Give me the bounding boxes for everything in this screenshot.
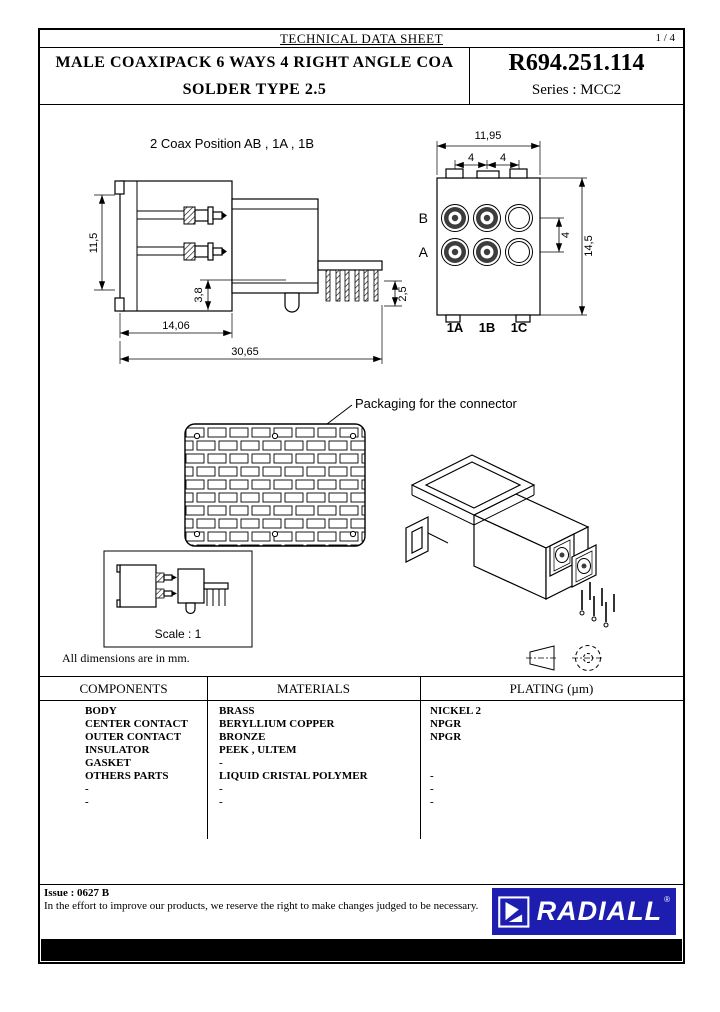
technical-drawing: 2 Coax Position AB , 1A , 1B [62, 130, 615, 671]
issue-label: Issue : 0627 B [44, 887, 110, 899]
material-cell: LIQUID CRISTAL POLYMER [219, 770, 368, 782]
dim-front-height: 14,5 [583, 235, 595, 256]
dim-pitch-right: 4 [500, 152, 506, 164]
component-cell: CENTER CONTACT [85, 718, 188, 730]
bottom-black-bar [41, 939, 682, 961]
product-title-line1: MALE COAXIPACK 6 WAYS 4 RIGHT ANGLE COA [55, 54, 454, 71]
header-components: COMPONENTS [79, 680, 168, 696]
scale-note: Scale : 1 [155, 627, 202, 641]
material-cell: BRASS [219, 705, 255, 717]
component-cell: - [85, 796, 89, 808]
page-number: 1 / 4 [655, 32, 675, 44]
col-label-1b: 1B [479, 320, 496, 335]
coax-position-note: 2 Coax Position AB , 1A , 1B [150, 136, 314, 151]
materials-table: COMPONENTS MATERIALS PLATING (µm) BODY B… [40, 676, 683, 884]
packaging-drawing: Packaging for the connector [184, 396, 518, 547]
header-plating: PLATING (µm) [509, 680, 594, 696]
empty-cavity-1C-A [505, 238, 533, 266]
row-label-b: B [419, 210, 428, 226]
row-label-a: A [419, 244, 429, 260]
radiall-logo: RADIALL ® [492, 888, 676, 935]
dim-total-depth: 30,65 [231, 346, 259, 358]
plating-cell: NPGR [430, 718, 462, 730]
material-cell: - [219, 796, 223, 808]
col-label-1a: 1A [447, 320, 464, 335]
plating-cell: - [430, 783, 434, 795]
component-cell: INSULATOR [85, 744, 150, 756]
component-cell: GASKET [85, 757, 131, 769]
material-cell: - [219, 757, 223, 769]
header-materials: MATERIALS [277, 680, 350, 696]
coax-contact-1B-B [473, 204, 501, 232]
material-cell: PEEK , ULTEM [219, 744, 297, 756]
col-label-1c: 1C [511, 320, 528, 335]
coax-contact-1B-A [473, 238, 501, 266]
coax-contact-1A-A [441, 238, 469, 266]
isometric-drawing [405, 454, 615, 628]
plating-cell: - [430, 770, 434, 782]
disclaimer-text: In the effort to improve our products, w… [44, 900, 479, 912]
dim-row-gap: 4 [560, 232, 572, 238]
registered-mark: ® [664, 895, 670, 904]
table-row: - - - [40, 796, 683, 809]
component-cell: BODY [85, 705, 117, 717]
table-header-row: COMPONENTS MATERIALS PLATING (µm) [40, 677, 683, 700]
table-row: BODY BRASS NICKEL 2 [40, 705, 683, 718]
dim-side-height: 11,5 [88, 233, 100, 254]
title-block: MALE COAXIPACK 6 WAYS 4 RIGHT ANGLE COA … [40, 48, 683, 105]
footer: Issue : 0627 B In the effort to improve … [40, 884, 683, 939]
table-row: OTHERS PARTS LIQUID CRISTAL POLYMER - [40, 770, 683, 783]
document-title: TECHNICAL DATA SHEET [279, 31, 444, 46]
table-divider-2 [420, 677, 421, 839]
radiall-logo-mark [498, 895, 530, 928]
scale-drawing: Scale : 1 [103, 550, 253, 648]
plating-cell: - [430, 796, 434, 808]
radiall-logo-text: RADIALL [536, 896, 663, 926]
table-row: INSULATOR PEEK , ULTEM [40, 744, 683, 757]
part-number: R694.251.114 [508, 50, 645, 76]
series-label: Series : MCC2 [531, 82, 622, 98]
dim-pin-offset: 3,8 [193, 287, 205, 302]
table-row: GASKET - [40, 757, 683, 770]
component-cell: - [85, 783, 89, 795]
empty-cavity-1C-B [505, 204, 533, 232]
product-title-line2: SOLDER TYPE 2.5 [182, 81, 327, 98]
table-body: BODY BRASS NICKEL 2 CENTER CONTACT BERYL… [40, 705, 683, 809]
material-cell: - [219, 783, 223, 795]
component-cell: OUTER CONTACT [85, 731, 182, 743]
material-cell: BERYLLIUM COPPER [219, 718, 335, 730]
dim-pin-length: 2,5 [397, 286, 409, 301]
dim-front-depth: 14,06 [162, 320, 190, 332]
table-row: CENTER CONTACT BERYLLIUM COPPER NPGR [40, 718, 683, 731]
table-row: OUTER CONTACT BRONZE NPGR [40, 731, 683, 744]
material-cell: BRONZE [219, 731, 266, 743]
front-view-drawing: 11,95 4 4 B A 4 14,5 1A 1B 1C [419, 130, 595, 335]
part-number-cell: R694.251.114 Series : MCC2 [470, 48, 683, 105]
sheet-frame: TECHNICAL DATA SHEET 1 / 4 MALE COAXIPAC… [38, 28, 685, 964]
header-band: TECHNICAL DATA SHEET 1 / 4 [40, 30, 683, 48]
dim-pitch-left: 4 [468, 152, 474, 164]
product-title-cell: MALE COAXIPACK 6 WAYS 4 RIGHT ANGLE COA … [40, 48, 470, 105]
units-note: All dimensions are in mm. [62, 651, 190, 665]
component-cell: OTHERS PARTS [85, 770, 169, 782]
plating-cell: NPGR [430, 731, 462, 743]
coax-contact-1A-B [441, 204, 469, 232]
packaging-note: Packaging for the connector [355, 396, 518, 411]
plating-cell [420, 757, 683, 770]
projection-symbols [526, 645, 604, 671]
table-row: - - - [40, 783, 683, 796]
dim-front-width: 11,95 [475, 130, 502, 142]
plating-cell [420, 744, 683, 757]
table-header-underline [40, 700, 683, 701]
table-divider-1 [207, 677, 208, 839]
side-view-drawing: 11,5 3,8 14,06 30,65 2,5 [88, 180, 409, 364]
plating-cell: NICKEL 2 [430, 705, 482, 717]
